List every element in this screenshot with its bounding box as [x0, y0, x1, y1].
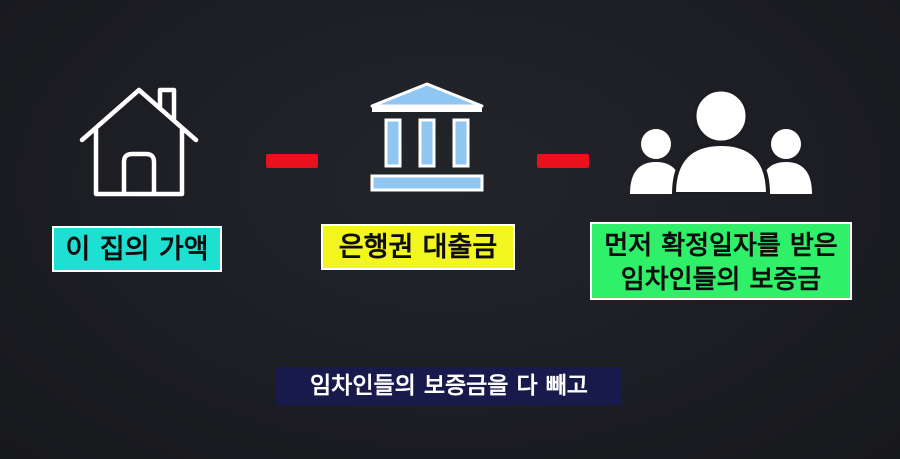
tenant-deposit-label: 먼저 확정일자를 받은 임차인들의 보증금: [590, 222, 852, 300]
house-price-text: 이 집의 가액: [65, 234, 209, 265]
minus-sign: [537, 154, 589, 168]
tenant-deposit-line2: 임차인들의 보증금: [620, 265, 822, 295]
people-icon: [630, 88, 812, 194]
bank-icon: [370, 82, 484, 192]
house-icon: [79, 87, 199, 197]
minus-sign: [266, 154, 318, 168]
subtitle-caption: 임차인들의 보증금을 다 빼고: [276, 367, 622, 405]
house-price-label: 이 집의 가액: [52, 226, 222, 272]
bank-loan-text: 은행권 대출금: [338, 232, 498, 263]
tenant-deposit-line1: 먼저 확정일자를 받은: [604, 231, 838, 261]
bank-loan-label: 은행권 대출금: [321, 224, 515, 270]
